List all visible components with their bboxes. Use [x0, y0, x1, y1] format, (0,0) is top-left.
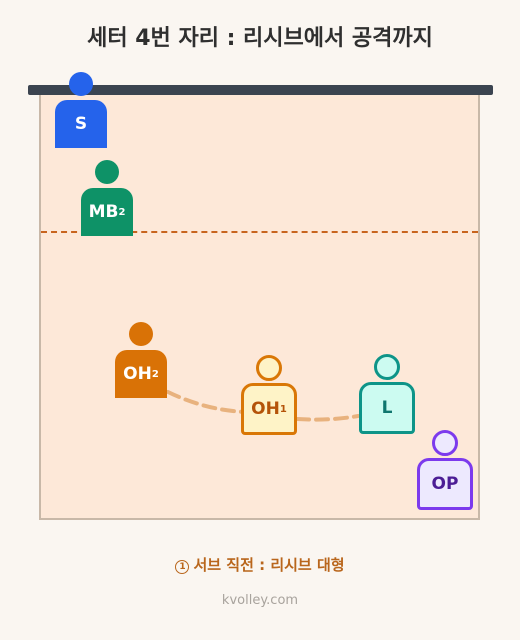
player-head	[129, 322, 153, 346]
player-token-l: L	[359, 382, 415, 434]
net	[28, 85, 493, 95]
player-head	[374, 354, 400, 380]
attack-line	[41, 231, 478, 233]
player-label: L	[381, 398, 393, 418]
player-label: OH	[123, 364, 152, 384]
player-head	[432, 430, 458, 456]
step-caption-text: 서브 직전 : 리시브 대형	[193, 556, 345, 574]
step-number-icon: 1	[175, 560, 190, 574]
player-label: OP	[431, 474, 459, 494]
footer-source: kvolley.com	[221, 593, 299, 608]
player-head	[256, 355, 282, 381]
player-sup: 2	[118, 206, 126, 218]
player-libero[interactable]: L	[359, 354, 415, 434]
player-setter[interactable]: S	[55, 72, 107, 148]
player-label: S	[74, 114, 88, 134]
player-head	[95, 160, 119, 184]
player-head	[69, 72, 93, 96]
court	[39, 88, 480, 520]
player-token-op: OP	[417, 458, 473, 510]
player-opposite[interactable]: OP	[417, 430, 473, 510]
player-sup: 2	[151, 368, 159, 380]
page-title: 세터 4번 자리 : 리시브에서 공격까지	[87, 26, 433, 51]
player-sup: 1	[279, 403, 287, 415]
player-label: MB	[88, 202, 119, 222]
player-token-s: S	[55, 100, 107, 148]
player-label: OH	[251, 399, 280, 419]
